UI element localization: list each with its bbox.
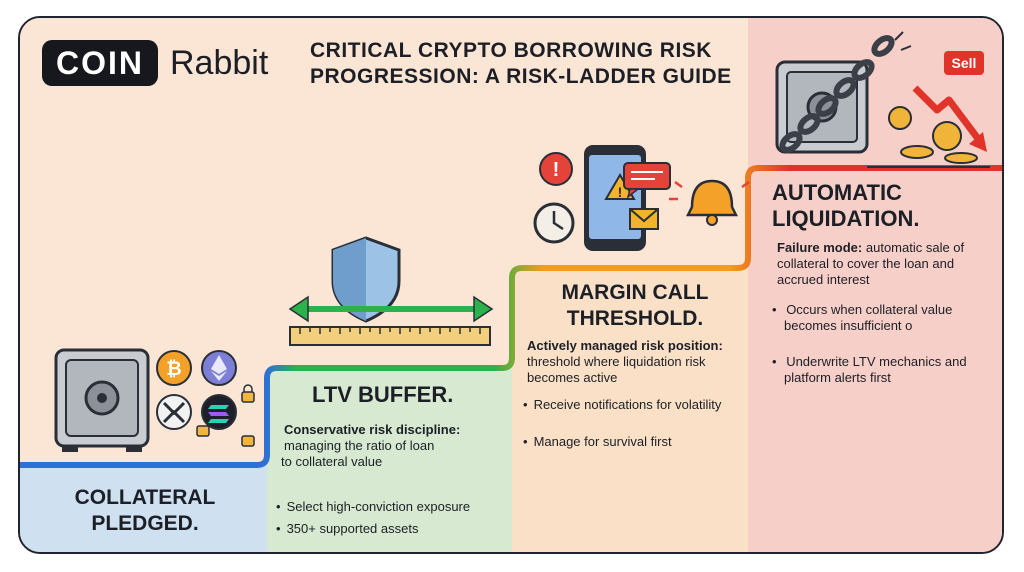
page-title: CRITICAL CRYPTO BORROWING RISK PROGRESSI… (310, 39, 732, 88)
margin-lead-line2: becomes active (527, 370, 618, 385)
coins-icon (888, 106, 978, 164)
ltv-lead-bold: Conservative risk discipline: (284, 422, 461, 437)
ltv-bullet-1: Select high-conviction exposure (276, 499, 471, 515)
ltv-bullet-2: 350+ supported assets (276, 521, 419, 537)
liquidation-bullet-1: Occurs when collateral value becomes ins… (772, 302, 997, 334)
margin-lead-bold: Actively managed risk position: (527, 338, 723, 353)
solana-icon (201, 394, 237, 430)
collateral-illustration: ₿ (54, 348, 255, 452)
logo-rabbit: Rabbit (170, 44, 269, 82)
collateral-heading-line2: PLEDGED. (91, 512, 199, 535)
liquidation-bullet-2-line1: Underwrite LTV mechanics and (786, 354, 967, 369)
ltv-illustration (288, 236, 494, 346)
liquidation-lead-line0: automatic sale of (865, 240, 965, 255)
margin-heading-line2: THRESHOLD. (566, 307, 704, 330)
liquidation-heading: AUTOMATIC LIQUIDATION. (772, 180, 992, 232)
ltv-description: Conservative risk discipline: managing t… (281, 422, 504, 470)
chat-bubble-icon (623, 162, 671, 199)
ltv-lead-line1: managing the ratio of loan (284, 438, 435, 453)
alert-bubble-icon: ! (539, 152, 573, 186)
safe-icon (54, 348, 150, 452)
ruler-icon (289, 326, 491, 346)
liquidation-heading-line1: AUTOMATIC (772, 180, 902, 205)
liquidation-description: Failure mode: automatic sale of collater… (777, 240, 999, 288)
margin-illustration: ! ! (533, 145, 750, 251)
down-arrow-icon (912, 85, 987, 152)
liquidation-lead-line1: collateral to cover the loan and (777, 256, 955, 271)
margin-heading: MARGIN CALL THRESHOLD. (530, 280, 740, 332)
logo-coin: COIN (42, 40, 158, 86)
bitcoin-icon: ₿ (156, 350, 192, 386)
liquidation-bullet-2-line2: platform alerts first (784, 370, 891, 385)
envelope-icon (629, 208, 659, 230)
crack-lines (894, 31, 912, 51)
liquidation-illustration (775, 31, 990, 168)
coinrabbit-logo: COIN Rabbit (42, 40, 268, 86)
liquidation-bullet-1-line2: becomes insufficient o (784, 318, 913, 333)
margin-lead-line1: threshold where liquidation risk (527, 354, 706, 369)
margin-description: Actively managed risk position: threshol… (527, 338, 745, 386)
double-arrow-icon (288, 295, 494, 323)
liquidation-lead-bold: Failure mode: (777, 240, 863, 255)
lock-icon (196, 384, 255, 447)
ltv-heading: LTV BUFFER. (312, 382, 454, 407)
bell-icon (669, 179, 750, 226)
ethereum-icon (201, 350, 237, 386)
sell-tag-label: Sell (951, 55, 977, 71)
liquidation-heading-line2: LIQUIDATION. (772, 206, 920, 231)
svg-text:₿: ₿ (166, 359, 181, 380)
broken-chain-icon (779, 35, 895, 153)
risk-ladder-line (20, 165, 1002, 468)
liquidation-lead-line2: accrued interest (777, 272, 870, 287)
collateral-zone (20, 465, 267, 552)
clock-icon (533, 202, 575, 244)
sell-tag: Sell (944, 51, 984, 75)
shield-icon (331, 236, 401, 323)
collateral-heading: COLLATERAL PLEDGED. (60, 485, 230, 537)
collateral-heading-line1: COLLATERAL (74, 486, 216, 509)
svg-text:!: ! (618, 184, 623, 200)
infographic-frame: COIN Rabbit CRITICAL CRYPTO BORROWING RI… (18, 16, 1004, 554)
margin-bullet-1: Receive notifications for volatility (523, 397, 722, 413)
margin-heading-line1: MARGIN CALL (561, 281, 709, 304)
xrp-icon (156, 394, 192, 430)
liquidation-bullet-1-line1: Occurs when collateral value (786, 302, 953, 317)
liquidation-bullet-2: Underwrite LTV mechanics and platform al… (772, 354, 997, 386)
svg-text:!: ! (553, 159, 560, 181)
margin-bullet-2: Manage for survival first (523, 434, 672, 450)
ltv-lead-line2: to collateral value (281, 454, 383, 469)
